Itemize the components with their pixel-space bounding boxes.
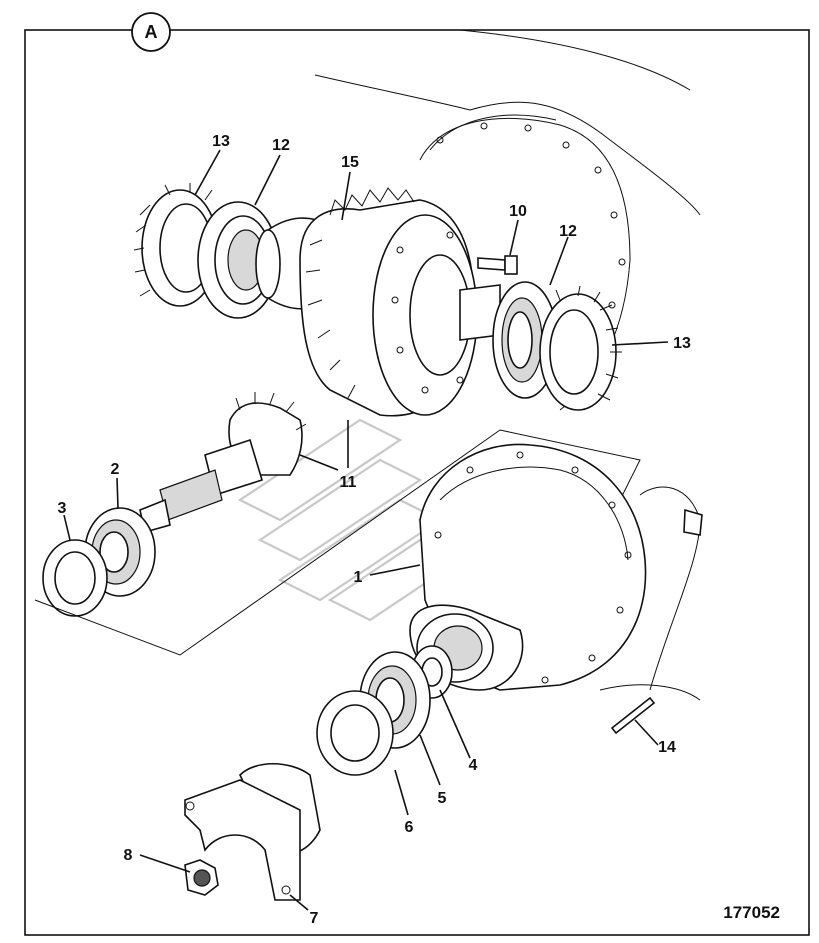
- differential-crown-wheel: [255, 187, 501, 417]
- callout-6: 6: [405, 819, 414, 836]
- view-label-badge: A: [131, 12, 171, 52]
- callout-5: 5: [438, 790, 447, 807]
- drive-yoke: [184, 762, 321, 901]
- callout-12-right: 12: [559, 223, 577, 240]
- callout-12-left: 12: [272, 137, 290, 154]
- housing-bolt-ring: [436, 122, 626, 309]
- callout-8: 8: [124, 847, 133, 864]
- callout-15: 15: [341, 154, 359, 171]
- callout-1: 1: [354, 569, 363, 586]
- roll-pin: [610, 696, 656, 735]
- callout-10: 10: [509, 203, 527, 220]
- drawing-number: 177052: [723, 903, 780, 922]
- adjuster-ring-right: [539, 285, 622, 411]
- bolt: [477, 255, 518, 275]
- axle-carrier-housing: [409, 443, 703, 701]
- callout-14: 14: [658, 739, 676, 756]
- assembly-guide-line: [34, 429, 641, 656]
- pinion-seal: [42, 539, 108, 617]
- callout-7: 7: [310, 910, 319, 927]
- callout-11: 11: [340, 474, 357, 491]
- leader-lines: [63, 149, 669, 911]
- pinion-nut: [184, 859, 219, 896]
- drive-pinion: [139, 392, 307, 533]
- oil-seal: [316, 690, 394, 776]
- callout-2: 2: [111, 461, 120, 478]
- callout-4: 4: [469, 757, 478, 774]
- diagram-frame: [24, 29, 810, 936]
- callout-labels: 13 12 15 10 12 13 11 2 3 1 4 5 6 8 7 14: [58, 133, 691, 927]
- callout-13-right: 13: [673, 335, 691, 352]
- view-label: A: [145, 22, 158, 42]
- callout-3: 3: [58, 500, 67, 517]
- callout-13-left: 13: [212, 133, 230, 150]
